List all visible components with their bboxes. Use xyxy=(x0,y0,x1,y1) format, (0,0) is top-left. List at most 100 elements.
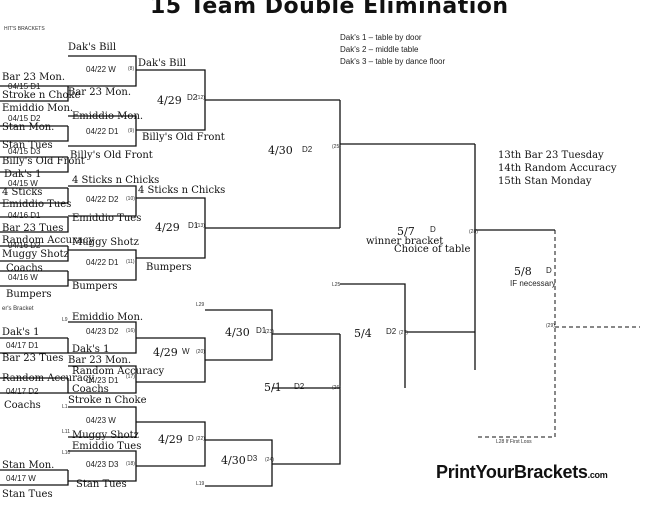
label-l29: L29 xyxy=(196,302,205,308)
w1-date: 04/15 D1 xyxy=(8,82,41,91)
l28-label: L28 If First Loss xyxy=(496,439,532,445)
l4-table: D1 xyxy=(256,326,267,335)
l2-team: Random Accuracy xyxy=(72,366,165,377)
label-l1: L1 xyxy=(62,404,68,410)
w2-team: 4 Sticks n Chicks xyxy=(72,175,160,186)
l4-game: (23) xyxy=(265,329,274,335)
l2-team: Emiddio Tues xyxy=(72,441,142,452)
if-necessary-table: D xyxy=(546,266,552,275)
l2-date: 04/23 D1 xyxy=(86,376,119,385)
placing-13: 13th Bar 23 Tuesday xyxy=(498,150,604,161)
l2-team: Coachs xyxy=(72,384,109,395)
w2-date: 04/22 W xyxy=(86,65,116,74)
label-l19: L19 xyxy=(196,481,205,487)
label-l25: L25 xyxy=(332,282,341,288)
if-necessary-game: (29) xyxy=(546,323,555,329)
losers-section-label: er's Bracket xyxy=(2,306,34,312)
l4-date: 4/30 xyxy=(221,454,246,467)
l2-team: Dak's 1 xyxy=(72,344,110,355)
w1-team: Stan Mon. xyxy=(2,122,55,133)
w2-game: (8) xyxy=(128,66,135,72)
header-small-text: HIT'S BRACKETS xyxy=(4,26,45,32)
l1-date: 04/17 W xyxy=(6,474,36,483)
w4-table: D2 xyxy=(302,145,313,154)
table-key-3: Dak's 3 – table by dance floor xyxy=(340,57,446,66)
w1-team: Coachs xyxy=(6,263,43,274)
table-key-1: Dak's 1 – table by door xyxy=(340,33,422,42)
l2-game: (16) xyxy=(126,328,135,334)
w2-game: (9) xyxy=(128,128,135,134)
l2-team: Emiddio Mon. xyxy=(72,312,144,323)
w2-date: 04/22 D1 xyxy=(86,258,119,267)
w1-team: Bar 23 Mon. xyxy=(2,72,66,83)
w2-game: (10) xyxy=(126,196,135,202)
l2-extra: Stroke n Choke xyxy=(68,395,147,406)
w2-seed-label: Dak's Bill xyxy=(68,42,117,53)
l2-game: (18) xyxy=(126,461,135,467)
w1-team: Emiddio Tues xyxy=(2,199,72,210)
w1-team: Bumpers xyxy=(6,289,52,300)
w1-date: 04/15 D3 xyxy=(8,147,41,156)
w1-date: 04/16 D1 xyxy=(8,211,41,220)
w2-date: 04/22 D1 xyxy=(86,127,119,136)
w1-date: 04/15 D2 xyxy=(8,114,41,123)
table-key-2: Dak's 2 – middle table xyxy=(340,45,419,54)
w1-team: Bar 23 Tues xyxy=(2,223,64,234)
w1-team: Emiddio Mon. xyxy=(2,103,74,114)
l3-date: 4/29 xyxy=(158,433,183,446)
l1-team: Stan Tues xyxy=(2,489,53,500)
w1-team: Random Accuracy xyxy=(2,235,95,246)
w1-team: Stroke n Choke xyxy=(2,90,81,101)
l1-team: Coachs xyxy=(4,400,41,411)
brand-suffix: .com xyxy=(587,470,608,480)
w1-date: 04/16 W xyxy=(8,273,38,282)
label-l11: L11 xyxy=(62,429,70,435)
w4-game: (25) xyxy=(332,144,341,150)
l2-date: 04/23 W xyxy=(86,416,116,425)
w1-team: 4 Sticks xyxy=(2,187,43,198)
w1-team: Dak's 1 xyxy=(4,169,42,180)
l4-date: 4/30 xyxy=(225,326,250,339)
l5-date: 5/1 xyxy=(264,381,282,394)
l1-date: 04/17 D2 xyxy=(6,387,39,396)
l3-table: W xyxy=(182,347,190,356)
l2-date: 04/23 D3 xyxy=(86,460,119,469)
w3-winner: Bumpers xyxy=(146,262,192,273)
if-necessary-note: IF necessary xyxy=(510,279,556,288)
w3-table: D2 xyxy=(187,93,198,102)
w4-date: 4/30 xyxy=(268,144,293,157)
w2-game: (11) xyxy=(126,259,135,265)
final-note: winner bracket xyxy=(366,236,444,247)
l1-team: Random Accuracy xyxy=(2,373,95,384)
w2-team: Emiddio Mon. xyxy=(72,111,144,122)
placing-15: 15th Stan Monday xyxy=(498,176,592,187)
l4-game: (24) xyxy=(265,457,274,463)
w2-winner: Billy's Old Front xyxy=(70,150,153,161)
w3-team: 4 Sticks n Chicks xyxy=(138,185,226,196)
l6-game: (27) xyxy=(399,330,408,336)
brand-name: PrintYourBrackets xyxy=(436,462,588,482)
w1-team: Stan Tues xyxy=(2,140,53,151)
w2-winner: Emiddio Tues xyxy=(72,213,142,224)
l1-team: Bar 23 Tues xyxy=(2,353,64,364)
final-game: (28) xyxy=(469,229,478,235)
brand-logo: PrintYourBrackets.com xyxy=(436,462,608,483)
w1-date: 04/16 D2 xyxy=(8,241,41,250)
final-date: 5/7 xyxy=(397,225,415,238)
final-table: D xyxy=(430,225,436,234)
w3-date: 4/29 xyxy=(157,94,182,107)
placing-14: 14th Random Accuracy xyxy=(498,163,617,174)
l6-table: D2 xyxy=(386,327,397,336)
l3-game: (22) xyxy=(196,436,205,442)
l2-team: Muggy Shotz xyxy=(72,430,139,441)
label-l10: L10 xyxy=(62,450,71,456)
l2-date: 04/23 D2 xyxy=(86,327,119,336)
l3-table: D xyxy=(188,434,194,443)
w1-team: Billy's Old Front xyxy=(2,156,85,167)
final-note: Choice of table xyxy=(394,244,471,255)
l5-game: (26) xyxy=(332,385,341,391)
w2-date: 04/22 D2 xyxy=(86,195,119,204)
l4-table: D3 xyxy=(247,454,258,463)
l2-extra: Bar 23 Mon. xyxy=(68,355,132,366)
